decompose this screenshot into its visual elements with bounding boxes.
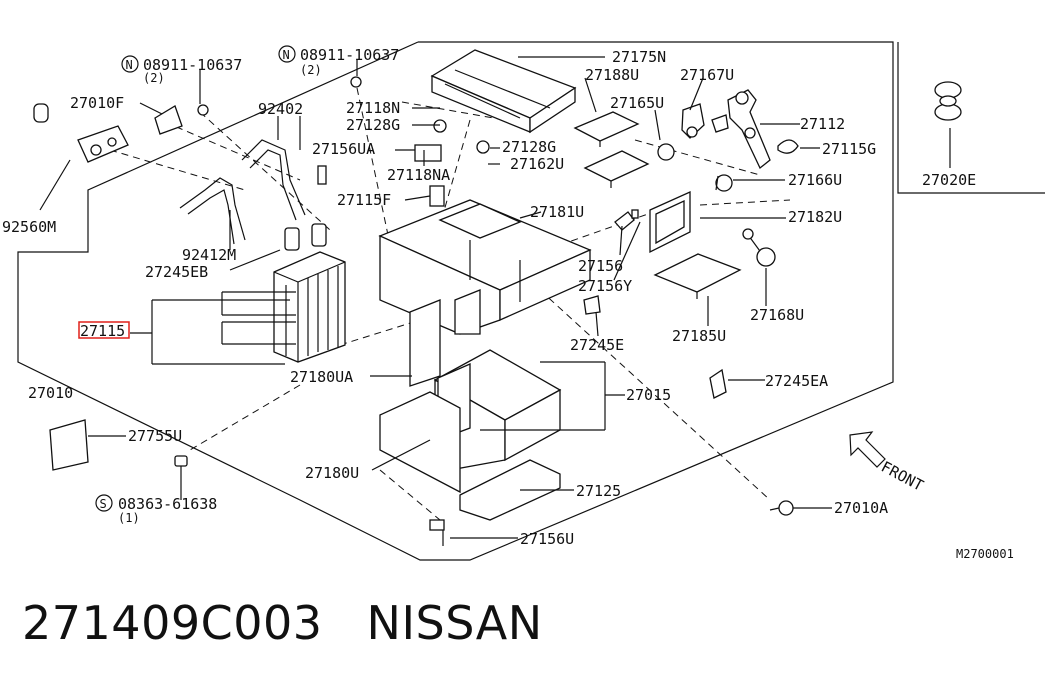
clip-27245e [583, 295, 601, 315]
link-27165u-gear [657, 114, 729, 161]
label-27125: 27125 [576, 482, 621, 500]
lever-27112 [727, 89, 771, 170]
drain-27125 [459, 459, 561, 521]
assembly-outline [17, 41, 894, 561]
label-27180u: 27180U [305, 464, 359, 482]
bolt-callout-s1: S 08363-61638 (1) [95, 494, 217, 525]
lever-27167u [681, 103, 705, 139]
bolt-qty-n2: (2) [300, 63, 322, 77]
label-27180ua: 27180UA [290, 368, 353, 386]
clip-27115g [777, 139, 799, 154]
bolt-callout-n2: N 08911-10637 (2) [278, 45, 399, 77]
screw-27010a [769, 500, 794, 516]
label-27188u: 27188U [585, 66, 639, 84]
bracket-92560m [77, 125, 129, 163]
label-27166u: 27166U [788, 171, 842, 189]
parts-diagram: FRONT N 08911-10637 (2) N 08911-10637 (2… [2, 41, 1045, 561]
door-27182u [649, 190, 691, 254]
label-27181u: 27181U [530, 203, 584, 221]
bracket-27010f [154, 104, 209, 135]
label-27167u: 27167U [680, 66, 734, 84]
link-27166u [715, 174, 733, 192]
label-27245e: 27245E [570, 336, 624, 354]
bolt-code-n2: 08911-10637 [300, 46, 399, 64]
label-27020e: 27020E [922, 171, 976, 189]
highlight-box-27115 [78, 321, 130, 339]
clip-27156u [429, 519, 445, 546]
lever-27168u [742, 228, 776, 267]
filter-27185u [653, 253, 742, 299]
case-27180ua [409, 299, 441, 387]
grommet-92560m [33, 103, 49, 123]
label-27156: 27156 [578, 257, 623, 275]
clip-27245ea [709, 368, 727, 399]
label-27156u: 27156U [520, 530, 574, 548]
hose-92412m [179, 177, 246, 245]
label-27162u: 27162U [510, 155, 564, 173]
label-27156y: 27156Y [578, 277, 632, 295]
label-27245eb: 27245EB [145, 263, 208, 281]
part-labels: 27175N 27188U 27167U 27010F 92402 27118N… [2, 48, 976, 548]
label-27118na: 27118NA [387, 166, 450, 184]
label-27128g-a: 27128G [346, 116, 400, 134]
diagram-code: M2700001 [956, 547, 1014, 561]
label-92560m: 92560M [2, 218, 56, 236]
front-direction-label: FRONT [878, 458, 926, 495]
leader-lines [39, 56, 951, 539]
label-27010f: 27010F [70, 94, 124, 112]
front-arrow-icon [849, 431, 886, 468]
label-27010: 27010 [28, 384, 73, 402]
label-27015: 27015 [626, 386, 671, 404]
bolt-qty-n1: (2) [143, 71, 165, 85]
label-27168u: 27168U [750, 306, 804, 324]
footer-part-number: 271409C003 [22, 596, 323, 650]
cover-27175n [430, 49, 577, 134]
filter-27188u [573, 111, 640, 147]
grommet-27020e [934, 81, 962, 121]
heater-core-27115 [273, 223, 346, 363]
pad-27755u [49, 419, 89, 471]
upper-case-27181u [378, 199, 592, 335]
label-27755u: 27755U [128, 427, 182, 445]
label-27185u: 27185U [672, 327, 726, 345]
label-27115: 27115 [80, 322, 125, 340]
label-27115f: 27115F [337, 191, 391, 209]
label-27165u: 27165U [610, 94, 664, 112]
footer-brand: NISSAN [366, 596, 543, 650]
footer-caption: 271409C003 NISSAN [22, 596, 1032, 666]
pipe-92402 [241, 139, 306, 221]
bolt-code-n1: 08911-10637 [143, 56, 242, 74]
misc-hardware [317, 76, 490, 207]
label-27245ea: 27245EA [765, 372, 828, 390]
label-92402: 92402 [258, 100, 303, 118]
filter-27165u [583, 150, 650, 188]
label-27182u: 27182U [788, 208, 842, 226]
bolt-symbol-s1: S [100, 497, 107, 511]
assembly-dashed-lines [109, 87, 791, 521]
detail-box-outline [897, 42, 1045, 194]
label-27118n: 27118N [346, 99, 400, 117]
screw-08363 [174, 455, 188, 480]
case-27180u [379, 391, 461, 494]
bolt-symbol-n2: N [283, 48, 290, 62]
label-27115g: 27115G [822, 140, 876, 158]
bolt-symbol-n1: N [126, 58, 133, 72]
label-92412m: 92412M [182, 246, 236, 264]
label-27128g-b: 27128G [502, 138, 556, 156]
bolt-qty-s1: (1) [118, 511, 140, 525]
label-27010a: 27010A [834, 499, 888, 517]
bolt-callout-n1: N 08911-10637 (2) [121, 55, 242, 85]
label-27112: 27112 [800, 115, 845, 133]
label-27156ua: 27156UA [312, 140, 375, 158]
label-27175n: 27175N [612, 48, 666, 66]
bolt-code-s1: 08363-61638 [118, 495, 217, 513]
clip-27156 [614, 209, 639, 231]
